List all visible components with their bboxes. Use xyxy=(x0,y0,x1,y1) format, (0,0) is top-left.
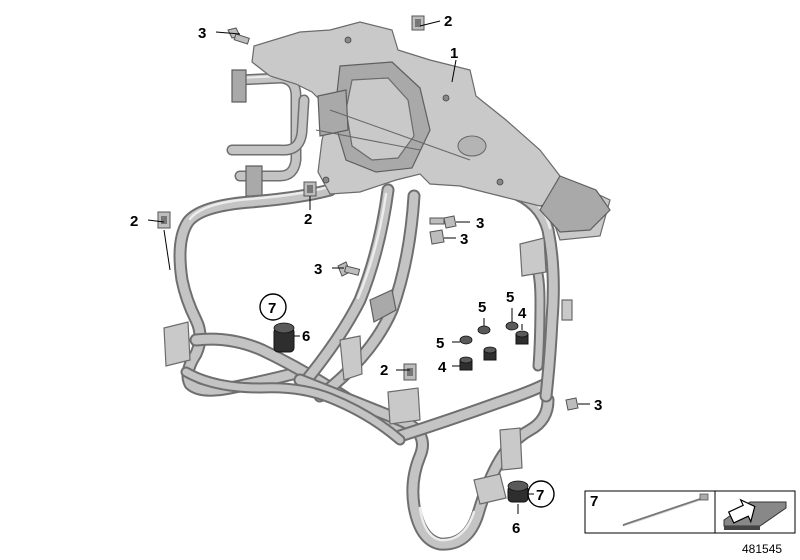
callout-1: 1 xyxy=(450,45,458,62)
callout-3-centre: 3 xyxy=(314,261,322,278)
instrument-carrier xyxy=(251,21,611,233)
callout-3-right-middle: 3 xyxy=(460,231,468,248)
callout-5-middle: 5 xyxy=(478,299,486,316)
callout-3-lower-right: 3 xyxy=(594,397,602,414)
bushing-left xyxy=(273,322,295,353)
callout-7-circle-upper xyxy=(259,293,287,321)
leader-lines xyxy=(147,20,590,514)
callout-2-lower: 2 xyxy=(380,362,388,379)
bolt-centre xyxy=(337,261,361,277)
document-number: 481545 xyxy=(742,542,782,556)
left-side-rack xyxy=(226,69,310,197)
clip-nut-left xyxy=(157,211,171,229)
callout-5-right: 5 xyxy=(506,289,514,306)
bolt-right-upper xyxy=(429,215,457,229)
callout-2-top: 2 xyxy=(444,13,452,30)
callout-7-lower: 7 xyxy=(536,487,544,504)
callout-labels: 1 2 2 2 2 3 3 3 3 3 4 4 5 5 5 6 6 7 7 xyxy=(130,13,602,537)
callout-3-right-upper: 3 xyxy=(476,215,484,232)
bushing-lower xyxy=(507,480,529,503)
callout-2-centre: 2 xyxy=(304,211,312,228)
grommet-set xyxy=(459,321,529,371)
fasteners xyxy=(157,15,579,503)
callout-2-left: 2 xyxy=(130,213,138,230)
callout-6-left: 6 xyxy=(302,328,310,345)
legend-box: 7 xyxy=(584,490,796,534)
clip-nut-lower xyxy=(403,363,417,381)
bolt-right-middle xyxy=(429,229,445,245)
callout-4-right: 4 xyxy=(518,305,527,322)
callout-7-upper: 7 xyxy=(268,300,276,317)
bolt-top-left xyxy=(227,27,250,45)
bolt-lower-right xyxy=(565,397,579,411)
cable-tie-icon xyxy=(622,493,709,527)
legend-item-number: 7 xyxy=(590,493,598,510)
callout-7-circle-lower xyxy=(527,480,555,508)
callout-3-top-left: 3 xyxy=(198,25,206,42)
callout-6-lower: 6 xyxy=(512,520,520,537)
callout-5-left: 5 xyxy=(436,335,444,352)
callout-4-left: 4 xyxy=(438,359,447,376)
clip-nut-centre xyxy=(303,181,317,197)
clip-nut-top xyxy=(411,15,425,31)
part-symbol-icon xyxy=(723,498,787,530)
